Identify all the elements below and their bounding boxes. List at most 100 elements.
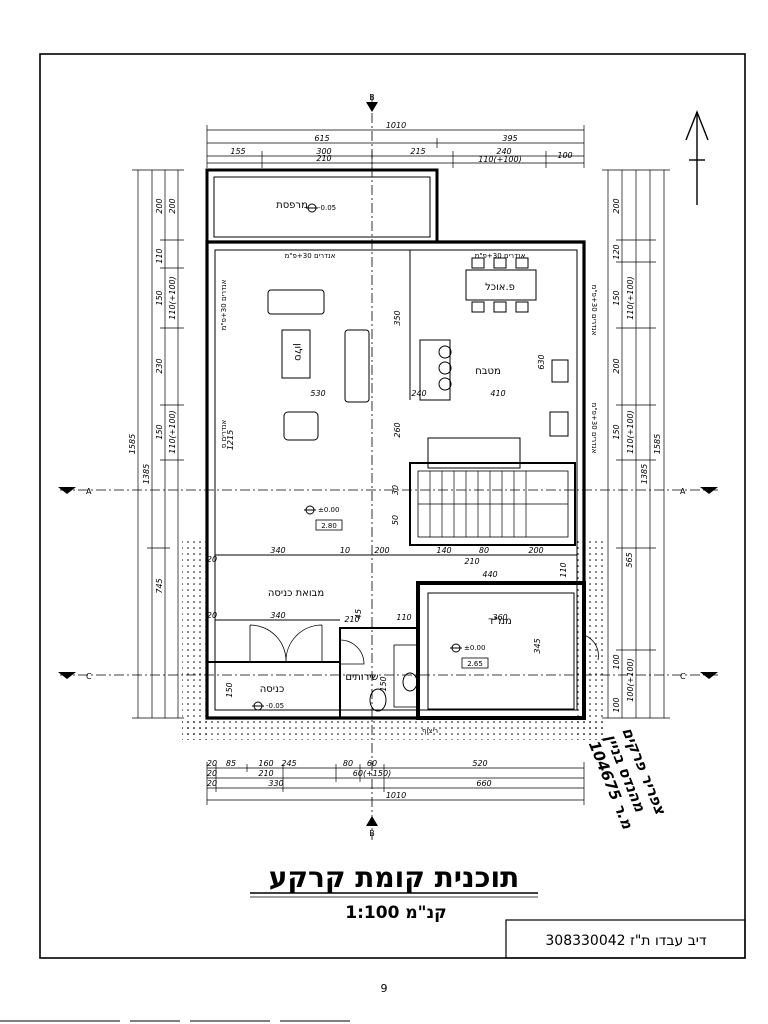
window-label-west-1: אנדרים 30+פ"מ [220,279,228,330]
dim-bottom-b3: 60(+150) [353,769,391,778]
dim-int-45: 45 [354,609,363,619]
doors [249,624,599,665]
dim-int-140: 140 [436,546,451,555]
dim-int-440: 440 [482,570,497,579]
bottom-dimension-lines [206,762,585,805]
dim-int-20a: 20 [207,611,217,620]
engineer-stamp: צפריר פרקים מהנדס בניין מ.ר 104675 [585,725,670,833]
drawing-scale: קנ"מ 1:100 [345,903,446,923]
dim-top-d1: 210 [316,154,331,163]
dim-top-c3: 215 [410,147,425,156]
page-number: 9 [381,982,388,995]
section-c-label-left: C [86,672,92,681]
dim-left-total: 1585 [128,434,137,454]
dim-int-110: 110 [396,613,411,622]
dim-int-530: 530 [310,389,325,398]
dim-bottom-b1: 20 [207,769,217,778]
section-a-label-left: A [86,487,92,496]
dim-bottom-a1: 20 [207,759,217,768]
entry-door-right-icon [285,624,323,663]
toilet-door-icon [339,639,365,665]
stair-treads [418,471,568,537]
dim-int-260: 260 [393,422,402,437]
coffee-table-icon [281,329,311,379]
dim-bottom-a7: 520 [472,759,487,768]
dim-top-c4: 240 [496,147,511,156]
ceiling-height-box [315,519,343,531]
toilet-bowl-icon [369,688,387,712]
level-marker-safe-room-icon [450,643,462,653]
section-marker-a-right: A [680,487,718,496]
room-label-balcony: מרפסת [276,200,308,211]
dim-left-d2: 110(+100) [168,276,177,319]
level-marker-entrance-icon [252,701,264,711]
room-label-kitchen: מטבח [475,366,501,377]
section-marker-c-left: C [58,672,92,681]
section-a-label-right: A [680,487,686,496]
window-label-north-1: אנדרים 30+פ"מ [285,252,336,260]
section-lines [60,95,720,840]
room-label-toilet: שירותים [345,672,378,683]
author-box-text: 308330042 דיב עבדו ת"ז [545,933,707,949]
level-entrance: -0.05 [266,702,284,710]
washbasin-icon [402,672,418,692]
dim-left-c2: 110 [155,248,164,263]
dim-left-d4: 1215 [226,430,235,450]
dim-right-c7: 100 [612,697,621,712]
dim-top-total: 1010 [386,121,406,130]
section-marker-c-right: C [680,672,718,681]
left-dimension-lines [132,169,184,719]
dim-right-a: 1385 [640,464,649,484]
window-label-north-2: אנדרים 30+פ"מ [475,252,526,260]
dim-left-c3: 150 [155,290,164,305]
armchair-icon [283,411,319,441]
stove-icon [549,411,569,437]
level-safe-room-ceiling: 2.65 [467,660,483,668]
dim-right-c4: 200 [612,358,621,373]
dim-left-c5: 150 [155,424,164,439]
room-label-entrance: כניסה [260,684,285,695]
dim-bottom-c3: 660 [476,779,491,788]
sink-icon [551,359,569,383]
safe-room-ceiling-box [461,657,489,669]
dim-int-410: 410 [490,389,505,398]
dim-left-c1: 200 [155,198,164,213]
dim-top-a: 615 [314,134,329,143]
dim-right-d3: 100(+100) [626,658,635,701]
dim-right-d2: 110(+100) [626,410,635,453]
dim-int-630: 630 [537,354,546,369]
dim-right-c5: 150 [612,424,621,439]
dim-top-b: 395 [502,134,517,143]
level-ceiling: 2.80 [321,522,337,530]
dim-int-30: 30 [391,485,400,495]
section-c-label-right: C [680,672,686,681]
dim-int-10: 10 [340,546,350,555]
dim-int-80: 80 [479,546,489,555]
dim-right-c1: 200 [612,198,621,213]
dim-int-200b: 200 [528,546,543,555]
window-label-east-1: אנדרים 30+פ"מ [590,285,598,336]
dim-int-345: 345 [533,638,542,653]
dim-bottom-c1: 20 [207,779,217,788]
window-label-west-2: אנדרים ס [220,420,228,449]
dim-top-c5: 100 [557,151,572,160]
dim-int-210b: 210 [344,615,359,624]
dim-right-d1: 110(+100) [626,276,635,319]
dim-left-c4: 230 [155,358,164,373]
dim-int-110b: 110 [559,562,568,577]
dim-left-a: 1385 [142,464,151,484]
sofa-long-icon [344,329,370,403]
section-b-label-top: B [369,93,375,102]
room-label-dining: פ.אוכל [485,282,515,293]
dim-bottom-a5: 80 [343,759,353,768]
dim-bottom-a3: 160 [258,759,273,768]
author-box [505,919,746,959]
dim-int-150b: 150 [379,676,388,691]
room-label-living: סלון [292,343,303,361]
level-balcony: -0.05 [318,204,336,212]
level-floor: ±0.00 [318,506,339,514]
dim-right-b: 565 [625,552,634,567]
dining-table-icon [465,269,537,301]
